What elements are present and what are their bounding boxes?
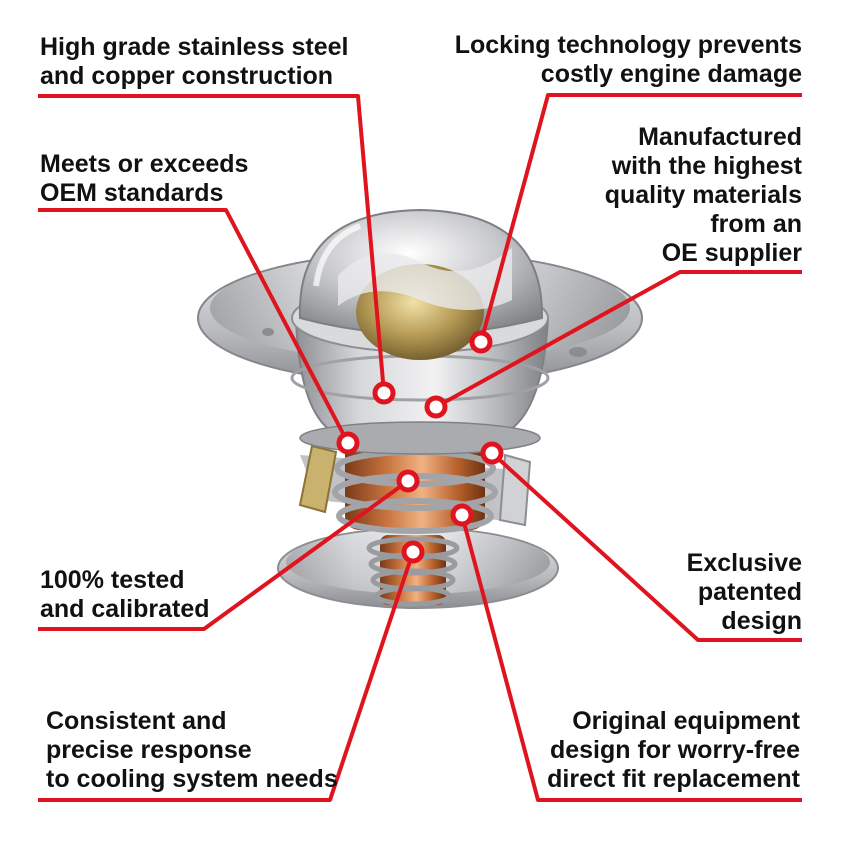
callout-quality-materials: Manufactured with the highest quality ma… [605, 123, 802, 268]
callout-line: Meets or exceeds [40, 150, 249, 178]
callout-line: quality materials [604, 181, 802, 209]
marker-locking-technology [469, 330, 493, 354]
callout-line: Consistent and [46, 707, 227, 735]
marker-quality-materials [424, 395, 448, 419]
copper-body [332, 438, 498, 534]
callout-line: and copper construction [40, 62, 334, 90]
marker-direct-fit [450, 503, 474, 527]
leader-oem-standards [38, 208, 350, 444]
marker-cooling-response [401, 540, 425, 564]
marker-patented-design [480, 441, 504, 465]
callout-stainless-steel: High grade stainless steel and copper co… [40, 33, 348, 91]
callout-locking-technology: Locking technology prevents costly engin… [455, 31, 802, 89]
callout-line: Original equipment [572, 707, 800, 735]
callout-line: OEM standards [40, 179, 224, 207]
callout-line: Exclusive [686, 549, 802, 577]
callout-tested-calibrated: 100% tested and calibrated [40, 566, 210, 624]
callout-cooling-response: Consistent and precise response to cooli… [46, 707, 338, 794]
callout-markers [336, 330, 504, 564]
callout-line: design [721, 607, 802, 635]
callout-line: from an [710, 210, 802, 238]
callout-line: precise response [46, 736, 252, 764]
leader-stainless-steel [38, 94, 386, 394]
callout-line: with the highest [611, 152, 802, 180]
callout-line: Locking technology prevents [454, 31, 802, 59]
callout-leaders [38, 93, 802, 802]
callout-line: OE supplier [661, 239, 802, 267]
callout-line: 100% tested [40, 566, 185, 594]
callout-line: High grade stainless steel [40, 33, 349, 61]
callout-line: Manufactured [638, 123, 802, 151]
marker-oem-standards [336, 431, 360, 455]
callout-line: direct fit replacement [547, 765, 800, 793]
leader-quality-materials [435, 270, 802, 409]
callout-direct-fit: Original equipment design for worry-free… [547, 707, 800, 794]
callout-line: design for worry-free [549, 736, 800, 764]
marker-tested-calibrated [396, 469, 420, 493]
callout-line: to cooling system needs [46, 765, 338, 793]
callout-patented-design: Exclusive patented design [687, 549, 802, 636]
callout-oem-standards: Meets or exceeds OEM standards [40, 150, 248, 208]
marker-stainless-steel [372, 381, 396, 405]
callout-line: patented [697, 578, 802, 606]
dome-cage [298, 208, 544, 360]
callout-line: and calibrated [40, 595, 210, 623]
leader-locking-technology [479, 93, 802, 343]
leader-direct-fit [460, 514, 802, 802]
leader-patented-design [490, 451, 802, 642]
leader-tested-calibrated [38, 479, 410, 631]
callout-line: costly engine damage [540, 60, 802, 88]
leader-cooling-response [38, 551, 415, 802]
